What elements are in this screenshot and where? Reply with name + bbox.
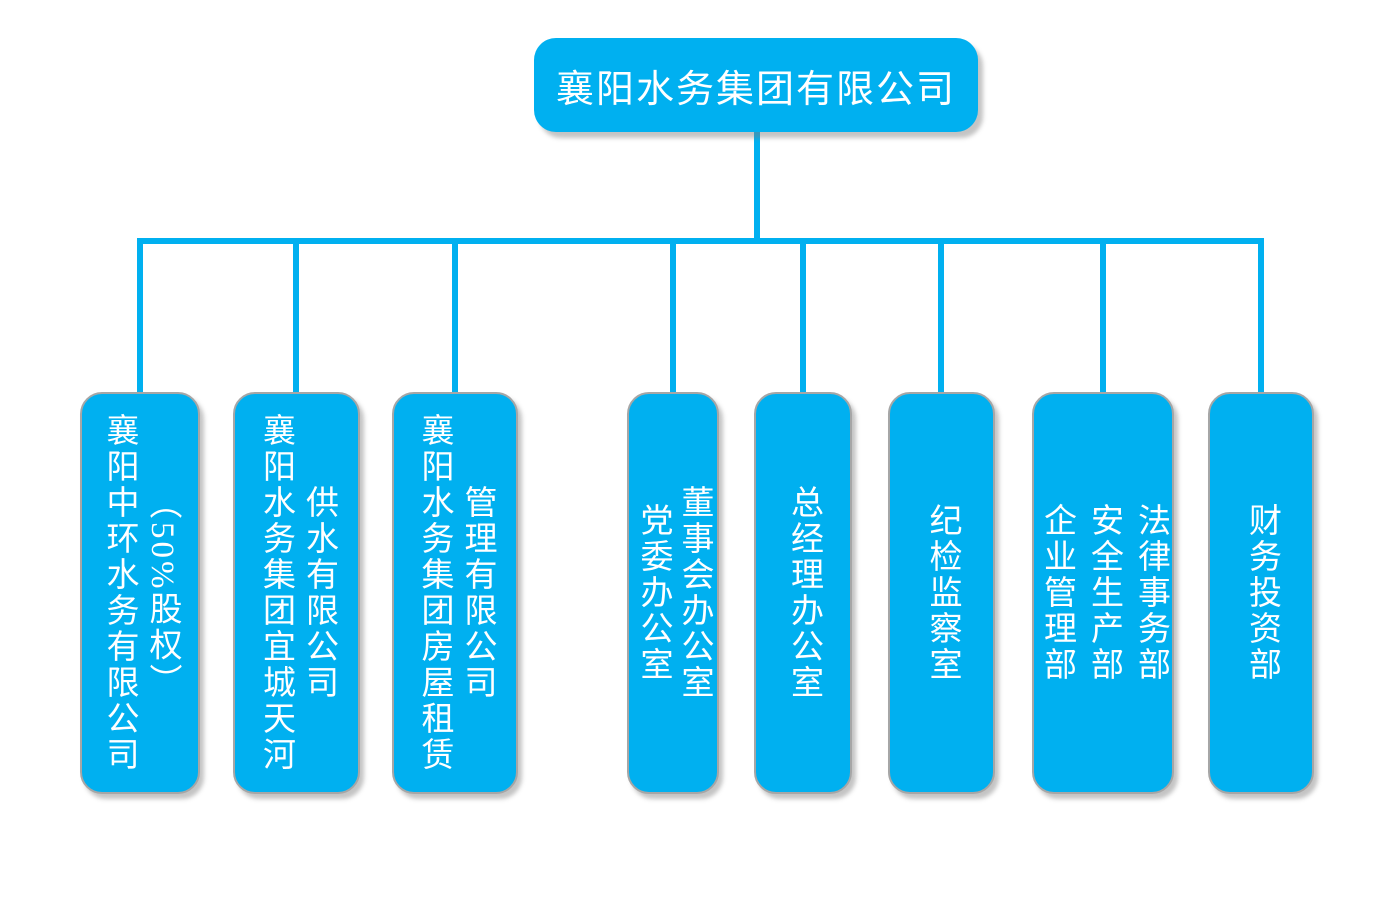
node-label-column: 襄阳中环水务有限公司: [101, 413, 137, 773]
node-label-column: 襄阳水务集团宜城天河: [257, 413, 294, 773]
connector-drop-1: [137, 240, 143, 393]
org-node-gm-office: 总经理办公室: [754, 392, 852, 794]
node-label-column: 党委办公室: [635, 503, 671, 683]
node-label-column: 襄阳水务集团房屋租赁: [416, 413, 452, 773]
node-label-column: 企业管理部: [1038, 503, 1075, 683]
node-label-column: 财务投资部: [1243, 503, 1280, 683]
connector-drop-4: [670, 240, 676, 393]
node-label-column: 法律事务部: [1132, 503, 1169, 683]
org-node-enterprise-safety-legal: 企业管理部 安全生产部 法律事务部: [1032, 392, 1174, 794]
org-node-root-label: 襄阳水务集团有限公司: [555, 68, 956, 111]
connector-drop-3: [452, 240, 458, 393]
connector-drop-5: [800, 240, 806, 393]
node-label-column: 管理有限公司: [459, 485, 495, 701]
node-label-column: 纪检监察室: [924, 503, 960, 683]
connector-crossbar: [137, 238, 1264, 244]
node-label-column: （50%股权）: [144, 486, 180, 700]
org-node-zhonghuan-water: 襄阳中环水务有限公司 （50%股权）: [80, 392, 200, 794]
org-node-yicheng-tianhe-supply: 襄阳水务集团宜城天河 供水有限公司: [233, 392, 360, 794]
org-node-discipline-inspection: 纪检监察室: [888, 392, 995, 794]
node-label-column: 董事会办公室: [676, 485, 712, 701]
org-node-housing-rental-mgmt: 襄阳水务集团房屋租赁 管理有限公司: [392, 392, 518, 794]
connector-drop-6: [938, 240, 944, 393]
node-label-column: 供水有限公司: [300, 485, 337, 701]
connector-root-stem: [754, 130, 760, 240]
org-node-root: 襄阳水务集团有限公司: [534, 38, 978, 132]
node-label-column: 总经理办公室: [785, 485, 822, 701]
connector-drop-2: [293, 240, 299, 393]
org-node-finance-investment: 财务投资部: [1208, 392, 1314, 794]
connector-drop-8: [1258, 240, 1264, 393]
node-label-column: 安全生产部: [1085, 503, 1122, 683]
org-node-party-board-office: 党委办公室 董事会办公室: [627, 392, 719, 794]
connector-drop-7: [1100, 240, 1106, 393]
